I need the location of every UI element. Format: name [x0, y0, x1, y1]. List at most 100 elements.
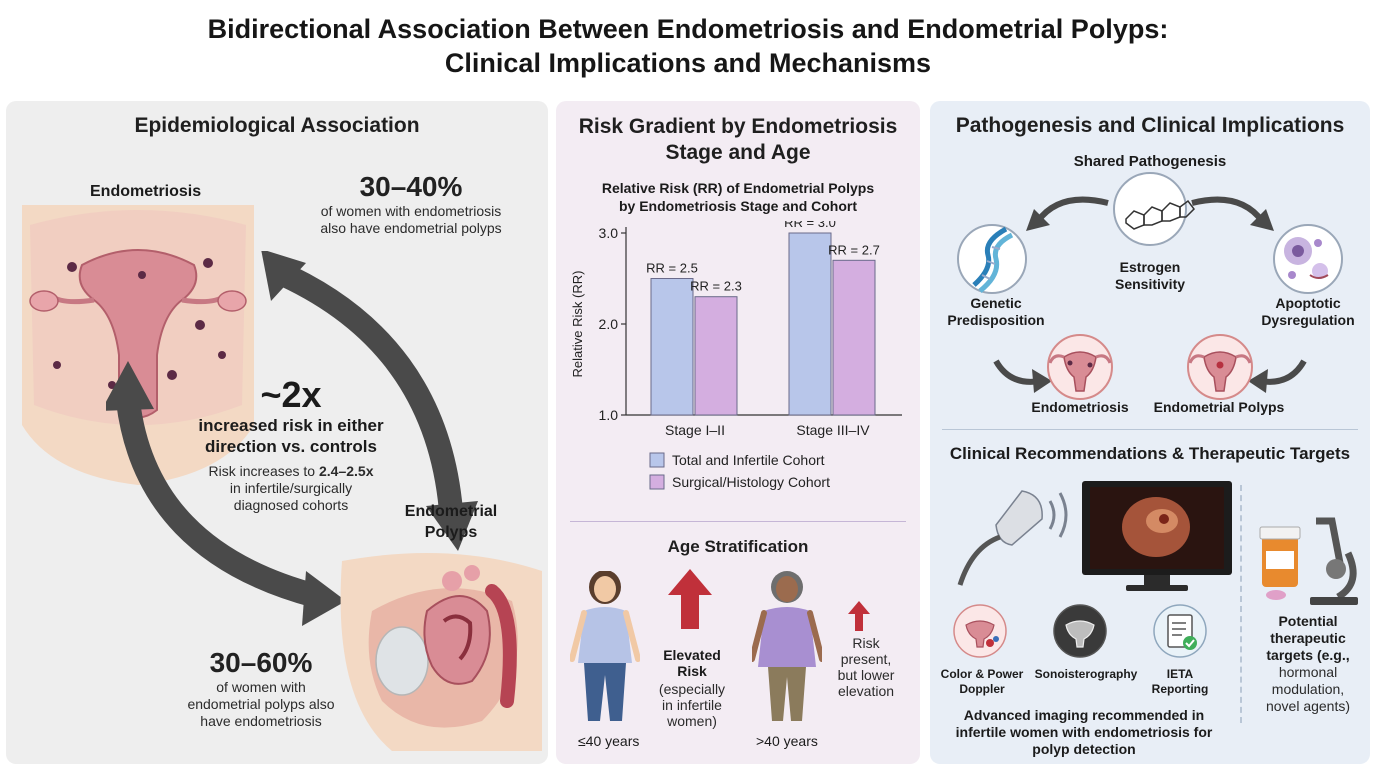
risk-gradient-title-line1: Risk Gradient by Endometriosis [578, 115, 898, 138]
genetic-label: Genetic Predisposition [936, 295, 1056, 329]
genetic-line2: Predisposition [947, 312, 1045, 328]
epidemiology-panel: Epidemiological Association Endometriosi… [6, 101, 548, 764]
polyps-illustration [340, 553, 542, 751]
page-title-line2: Clinical Implications and Mechanisms [444, 48, 932, 78]
stat1-text2: also have endometrial polyps [320, 220, 502, 236]
age-stratification-title: Age Stratification [667, 537, 809, 556]
targets-line6: novel agents) [1265, 698, 1351, 714]
x-category-label: Stage III–IV [796, 422, 870, 438]
old-note-line4: elevation [837, 683, 895, 699]
old-note-line1: Risk [852, 635, 880, 651]
stat2-text2: endometrial polyps also [187, 696, 335, 712]
endometriosis-illustration [22, 205, 254, 485]
ieta-line1: IETA [1166, 667, 1194, 681]
vertical-divider [1240, 485, 1242, 723]
y-tick-label: 1.0 [599, 407, 619, 423]
polyps-label-line1: Endometrial [404, 503, 498, 520]
therapeutic-targets: Potential therapeutic targets (e.g., [1246, 613, 1370, 664]
older-age-label: >40 years [756, 733, 818, 749]
doppler-line2: Doppler [959, 682, 1005, 696]
stat1-text1: of women with endometriosis [320, 203, 502, 219]
polyps-label-line2: Polyps [424, 524, 478, 541]
young-risk-line1: Elevated [663, 647, 721, 663]
legend-label: Total and Infertile Cohort [672, 452, 825, 468]
older-woman-figure [752, 571, 822, 721]
risk-gradient-panel: Risk Gradient by Endometriosis Stage and… [556, 101, 920, 764]
stat2-text3: have endometriosis [200, 713, 322, 729]
increased-risk-block: ~2x increased risk in either direction v… [176, 375, 406, 514]
shared-pathogenesis-title: Shared Pathogenesis [1073, 153, 1227, 170]
risk-sub1: Risk increases to 2.4–2.5x [176, 463, 406, 480]
apoptotic-line1: Apoptotic [1275, 295, 1341, 311]
risk-text1: increased risk in either [198, 416, 384, 435]
bar-value-label: RR = 2.7 [828, 242, 880, 257]
bidirectional-arrows [106, 251, 478, 626]
epidemiology-title: Epidemiological Association [134, 114, 420, 137]
ieta-label: IETA Reporting [1136, 667, 1224, 697]
targets-line5: modulation, [1271, 681, 1345, 697]
old-note-line2: present, [840, 651, 892, 667]
old-note-line3: but lower [837, 667, 895, 683]
ieta-checklist-icon [1153, 604, 1207, 658]
ieta-line2: Reporting [1151, 682, 1209, 696]
doppler-icon [953, 604, 1007, 658]
section-divider-2 [942, 429, 1358, 430]
young-risk-line2: Risk [677, 663, 707, 679]
bar [694, 296, 738, 416]
risk-gradient-title: Risk Gradient by Endometriosis Stage and… [556, 114, 920, 166]
page-title-line1: Bidirectional Association Between Endome… [207, 14, 1169, 44]
chart-title-line2: by Endometriosis Stage and Cohort [618, 198, 858, 214]
endometriosis-node-label: Endometriosis [1031, 399, 1129, 415]
bar [788, 232, 832, 416]
young-woman-figure [570, 571, 640, 721]
section-divider [570, 521, 906, 522]
page-title: Bidirectional Association Between Endome… [0, 12, 1376, 80]
elevated-risk-arrow [668, 569, 712, 629]
dna-icon [972, 226, 1014, 293]
young-risk-note: (especially in infertile women) [648, 681, 736, 729]
doppler-label: Color & Power Doppler [930, 667, 1034, 697]
bar [832, 259, 876, 416]
ultrasound-monitor-icon [1082, 481, 1232, 591]
pathogenesis-title: Pathogenesis and Clinical Implications [955, 114, 1345, 137]
bar [650, 278, 694, 416]
estrogen-line1: Estrogen [1119, 259, 1181, 275]
therapeutic-targets-detail: hormonal modulation, novel agents) [1246, 664, 1370, 715]
targets-line3: targets (e.g., [1266, 647, 1350, 663]
young-age-label: ≤40 years [578, 733, 640, 749]
x-category-label: Stage I–II [665, 422, 725, 438]
stat-endometriosis-polyps: 30–40% of women with endometriosis also … [296, 171, 526, 237]
apoptotic-cells-icon [1284, 237, 1329, 279]
stat2-text1: of women with [216, 679, 306, 695]
bar-value-label: RR = 3.0 [784, 221, 836, 230]
endometriosis-uterus-icon [1048, 351, 1112, 392]
chart-title-line1: Relative Risk (RR) of Endometrial Polyps [601, 180, 875, 196]
risk-sub3: diagnosed cohorts [233, 497, 349, 513]
doppler-line1: Color & Power [940, 667, 1024, 681]
ultrasound-probe-icon [957, 490, 1068, 586]
estrogen-line2: Sensitivity [1114, 276, 1186, 292]
bar-value-label: RR = 2.3 [690, 279, 742, 294]
young-note-line3: women) [667, 713, 717, 729]
polyps-label: Endometrial Polyps [396, 501, 506, 543]
young-note-line1: (especially [658, 681, 726, 697]
apoptotic-label: Apoptotic Dysregulation [1248, 295, 1368, 329]
targets-line4: hormonal [1278, 664, 1338, 680]
lower-risk-arrow [848, 601, 870, 631]
polyps-node-label: Endometrial Polyps [1153, 399, 1285, 415]
legend-swatch [649, 452, 665, 468]
imaging-line3: polyp detection [1032, 741, 1136, 757]
y-tick-label: 3.0 [599, 225, 619, 241]
imaging-recommendation: Advanced imaging recommended in infertil… [932, 707, 1236, 758]
chart-legend: Total and Infertile CohortSurgical/Histo… [649, 452, 830, 490]
genetic-line1: Genetic [970, 295, 1022, 311]
imaging-line1: Advanced imaging recommended in [963, 707, 1205, 723]
y-axis-title: Relative Risk (RR) [570, 271, 585, 378]
endometriosis-label: Endometriosis [90, 183, 202, 200]
stat-polyps-endometriosis: 30–60% of women with endometrial polyps … [156, 647, 366, 730]
y-tick-label: 2.0 [599, 316, 619, 332]
risk-text2: direction vs. controls [205, 437, 377, 456]
risk-value: ~2x [260, 374, 322, 415]
polyps-uterus-icon [1188, 351, 1252, 392]
